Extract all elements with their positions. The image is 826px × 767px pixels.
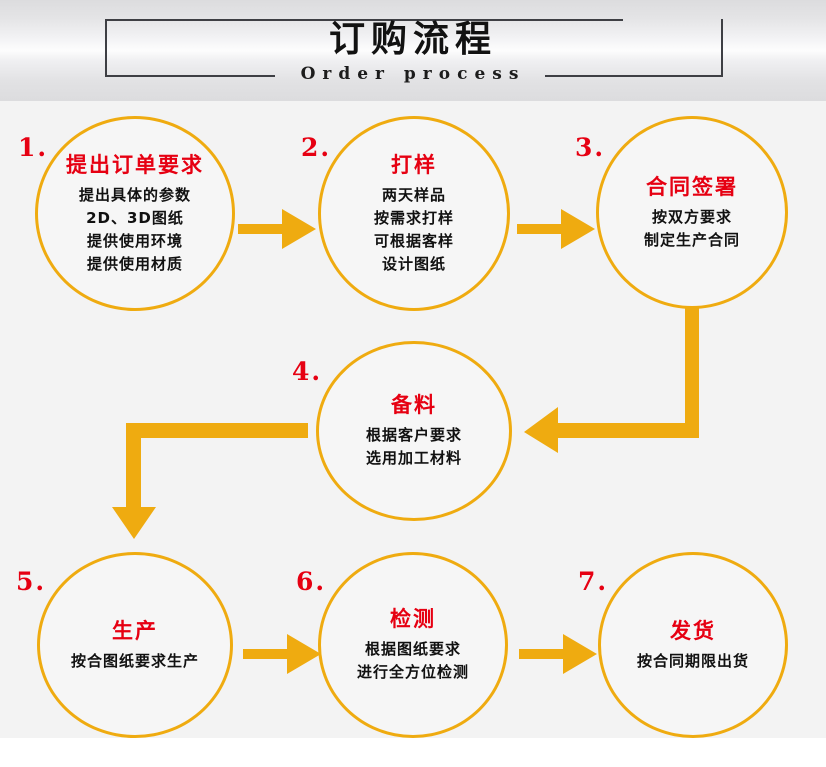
- header-frame-bottom-right: [545, 75, 723, 77]
- page-title: 订购流程: [328, 19, 497, 60]
- step-title-7: 发货: [670, 618, 716, 643]
- step-lines-4: 根据客户要求 选用加工材料: [366, 424, 462, 470]
- step-title-3: 合同签署: [646, 174, 738, 199]
- step-number-2: 2.: [301, 133, 332, 162]
- step-node-4[interactable]: 备料 根据客户要求 选用加工材料: [316, 341, 512, 521]
- arrow-step1-to-step2: [238, 209, 316, 249]
- step-node-3[interactable]: 合同签署 按双方要求 制定生产合同: [596, 116, 788, 309]
- step-title-6: 检测: [390, 607, 436, 631]
- step-number-7: 7.: [578, 567, 609, 596]
- header-band: 订购流程 Order process: [0, 0, 826, 101]
- arrow-step2-to-step3: [517, 209, 595, 249]
- arrow-step4-to-step5: [112, 423, 308, 539]
- diagram-body: 1. 提出订单要求 提出具体的参数 2D、3D图纸 提供使用环境 提供使用材质 …: [0, 101, 826, 738]
- step-title-2: 打样: [391, 152, 437, 177]
- step-line: 提供使用材质: [86, 254, 183, 273]
- step-number-3: 3.: [575, 133, 606, 162]
- step-lines-5: 按合图纸要求生产: [71, 650, 199, 673]
- page-subtitle: Order process: [300, 64, 526, 84]
- step-line: 按合同期限出货: [636, 651, 749, 670]
- step-line: 2D、3D图纸: [86, 208, 184, 227]
- header-frame-left: [105, 19, 107, 77]
- header-frame-right: [721, 19, 723, 77]
- step-title-5: 生产: [112, 618, 158, 643]
- step-lines-2: 两天样品 按需求打样 可根据客样 设计图纸: [374, 184, 454, 276]
- arrow-step5-to-step6: [243, 634, 321, 674]
- header-frame-bottom-left: [105, 75, 275, 77]
- step-number-6: 6.: [296, 567, 327, 596]
- step-node-5[interactable]: 生产 按合图纸要求生产: [37, 552, 233, 738]
- step-line: 按双方要求: [651, 207, 732, 226]
- step-lines-1: 提出具体的参数 2D、3D图纸 提供使用环境 提供使用材质: [79, 184, 191, 276]
- step-line: 进行全方位检测: [356, 663, 469, 681]
- header-frame-top: [105, 19, 623, 21]
- step-line: 两天样品: [381, 185, 446, 204]
- step-line: 根据客户要求: [365, 426, 462, 444]
- step-number-4: 4.: [292, 357, 323, 386]
- step-node-6[interactable]: 检测 根据图纸要求 进行全方位检测: [318, 552, 508, 738]
- step-node-1[interactable]: 提出订单要求 提出具体的参数 2D、3D图纸 提供使用环境 提供使用材质: [35, 116, 235, 311]
- step-title-4: 备料: [391, 393, 437, 417]
- arrow-step6-to-step7: [519, 634, 597, 674]
- step-node-7[interactable]: 发货 按合同期限出货: [598, 552, 788, 738]
- step-number-1: 1.: [18, 133, 49, 162]
- step-node-2[interactable]: 打样 两天样品 按需求打样 可根据客样 设计图纸: [318, 116, 510, 311]
- step-title-1: 提出订单要求: [66, 152, 204, 177]
- step-line: 提出具体的参数: [78, 185, 191, 204]
- step-lines-6: 根据图纸要求 进行全方位检测: [357, 638, 469, 684]
- footer-strip: [0, 738, 826, 767]
- arrow-step3-to-step4: [524, 293, 699, 453]
- step-line: 选用加工材料: [365, 449, 462, 467]
- step-line: 提供使用环境: [86, 231, 183, 250]
- step-line: 可根据客样: [373, 231, 454, 250]
- step-lines-7: 按合同期限出货: [637, 650, 749, 673]
- step-line: 根据图纸要求: [364, 640, 461, 658]
- step-line: 按合图纸要求生产: [70, 651, 199, 670]
- step-lines-3: 按双方要求 制定生产合同: [644, 206, 740, 252]
- step-line: 制定生产合同: [643, 230, 740, 249]
- step-line: 设计图纸: [381, 254, 446, 273]
- step-number-5: 5.: [16, 567, 47, 596]
- step-line: 按需求打样: [373, 208, 454, 227]
